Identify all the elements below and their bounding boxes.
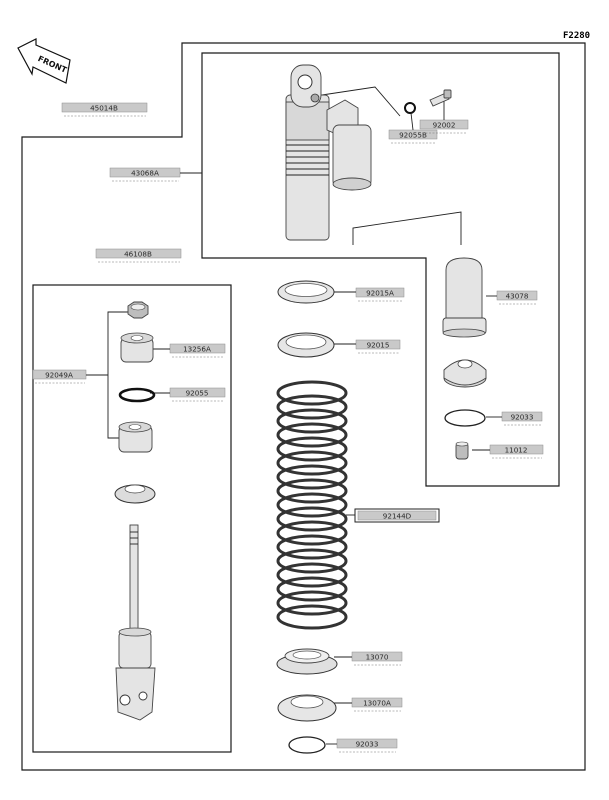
rod-bushing-part: [118, 421, 153, 453]
reservoir-cap-part: [443, 359, 487, 388]
svg-text:92055: 92055: [186, 389, 209, 398]
svg-text:92144D: 92144D: [383, 512, 412, 521]
label-46108b: 46108B: [95, 248, 182, 263]
rod-nut-part: [127, 301, 149, 319]
label-13070: 13070: [351, 651, 403, 666]
rod-subframe: [32, 284, 232, 753]
rod-seal-part: [114, 484, 156, 504]
svg-text:92015: 92015: [367, 341, 390, 350]
label-92055b: 92055B: [388, 129, 438, 144]
seat-13070-part: [276, 648, 338, 675]
label-92055: 92055: [169, 387, 226, 402]
label-13256a: 13256A: [169, 343, 226, 358]
svg-text:92033: 92033: [511, 413, 534, 422]
bushing-13256a-part: [120, 332, 154, 363]
svg-text:43078: 43078: [506, 292, 529, 301]
svg-text:43068A: 43068A: [131, 169, 159, 178]
shock-cylinder: [285, 64, 372, 241]
screw-92002-part: [429, 89, 452, 107]
reservoir-part: [442, 257, 487, 338]
nut-92015a-part: [277, 280, 335, 304]
cylinder-subframe: [201, 52, 560, 487]
spring-part: [276, 380, 348, 630]
svg-text:11012: 11012: [505, 446, 528, 455]
ring-92055b-part: [404, 102, 416, 114]
assembly-frame: [21, 42, 586, 771]
oring-92055-part: [118, 387, 156, 403]
label-92049a: 92049A: [32, 369, 87, 384]
label-92033-lower: 92033: [336, 738, 398, 753]
svg-text:13070A: 13070A: [363, 699, 391, 708]
label-92015: 92015: [355, 339, 401, 354]
svg-text:92055B: 92055B: [399, 131, 427, 140]
svg-text:45014B: 45014B: [90, 104, 118, 113]
front-arrow-icon: FRONT: [17, 38, 71, 84]
svg-text:13070: 13070: [366, 653, 389, 662]
svg-text:92002: 92002: [433, 121, 456, 130]
label-43068a: 43068A: [109, 167, 181, 182]
seat-13070a-part: [277, 694, 337, 722]
svg-text:92049A: 92049A: [45, 371, 73, 380]
nut-92015-part: [277, 332, 335, 358]
piston-rod-part: [115, 524, 156, 721]
label-92033-right: 92033: [501, 411, 543, 426]
label-92144d: 92144D: [354, 508, 440, 523]
diagram-code: F2280: [563, 31, 590, 41]
circlip-92033-lower-part: [288, 736, 326, 754]
label-13070a: 13070A: [351, 697, 403, 712]
svg-text:46108B: 46108B: [124, 250, 152, 259]
label-11012: 11012: [489, 444, 544, 459]
cap-11012-part: [455, 441, 469, 460]
cylinder-ribs: [286, 144, 329, 176]
label-92015a: 92015A: [355, 287, 405, 302]
svg-text:92015A: 92015A: [366, 289, 394, 298]
svg-text:92033: 92033: [356, 740, 379, 749]
label-43078: 43078: [496, 290, 538, 305]
svg-text:13256A: 13256A: [183, 345, 211, 354]
circlip-92033-right-part: [444, 409, 486, 427]
label-45014b: 45014B: [61, 102, 148, 117]
